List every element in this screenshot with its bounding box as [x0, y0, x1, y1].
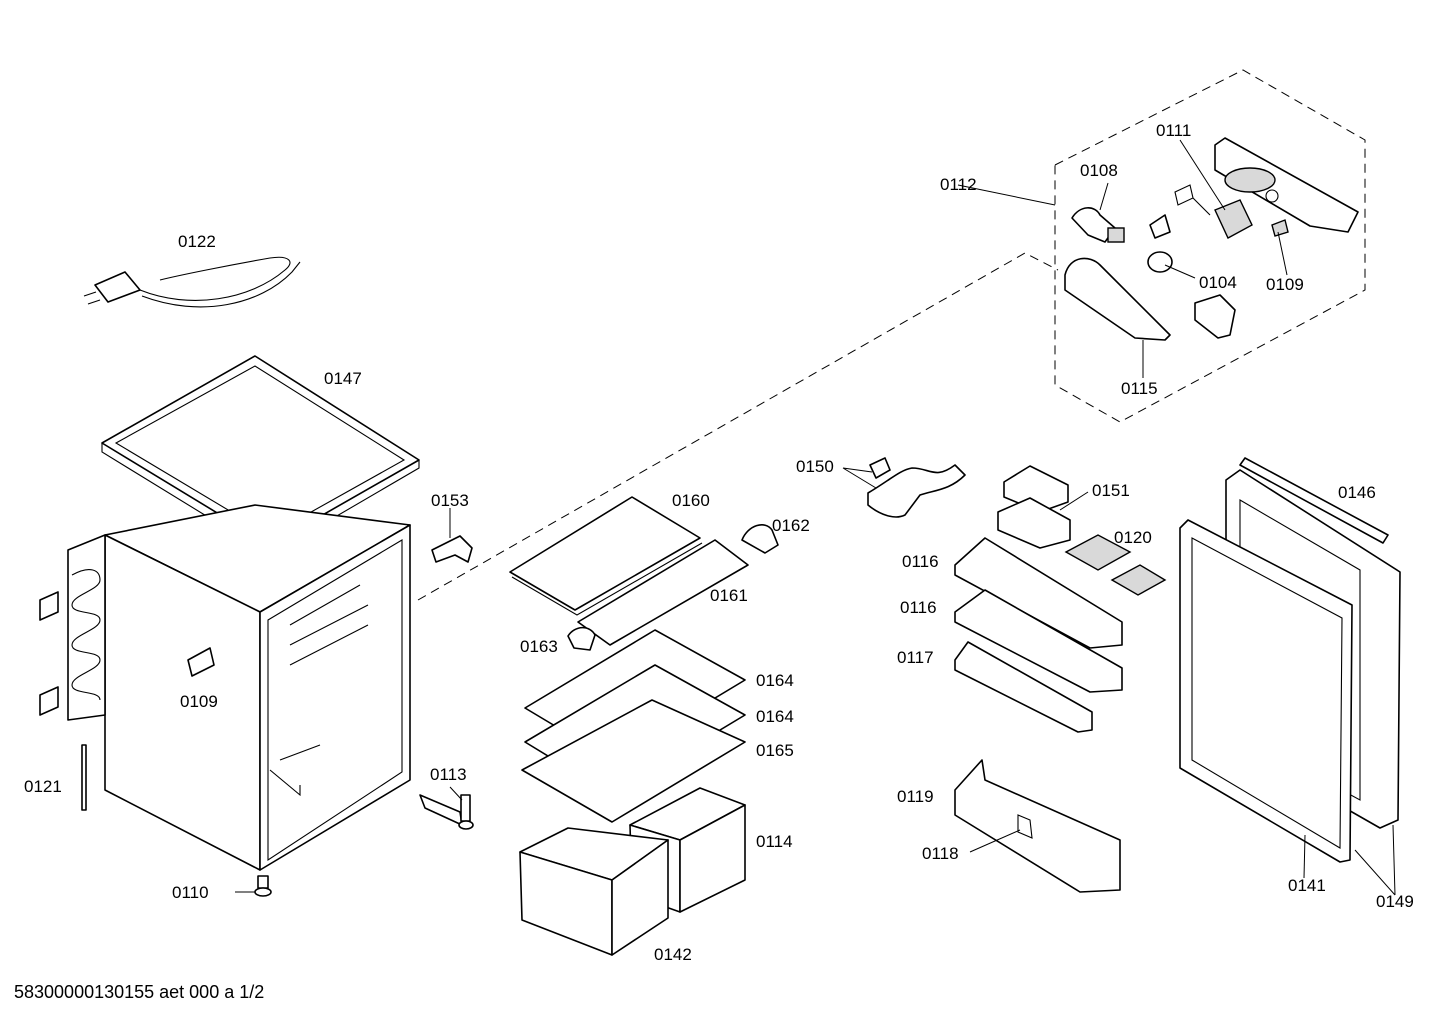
part-label-0160: 0160 — [672, 491, 710, 510]
part-label-0109-right: 0109 — [1266, 275, 1304, 294]
part-label-0118: 0118 — [922, 844, 959, 863]
part-label-0108: 0108 — [1080, 161, 1118, 180]
part-label-0164-upper: 0164 — [756, 671, 794, 690]
adjustable-foot-part — [254, 875, 272, 897]
part-label-0116-upper: 0116 — [902, 552, 939, 571]
glass-shelf-0161-part — [577, 539, 749, 646]
shelf-0165-part — [521, 699, 746, 823]
door-trim-0146-part — [1239, 457, 1389, 544]
bottom-hinge-part — [419, 794, 474, 830]
shelf-clip-0162-part — [741, 524, 779, 554]
hinge-bracket-part — [431, 535, 473, 563]
part-label-0116-lower: 0116 — [900, 598, 937, 617]
part-label-0149: 0149 — [1376, 892, 1414, 911]
part-label-0165: 0165 — [756, 741, 794, 760]
wire-connector-part — [1149, 214, 1171, 239]
power-cord-part — [83, 256, 301, 308]
shelf-support-0163-part — [567, 626, 596, 651]
egg-tray-a-part — [1064, 534, 1132, 571]
part-label-0120: 0120 — [1114, 528, 1152, 547]
door-gasket-part — [1179, 519, 1353, 863]
part-label-0161: 0161 — [710, 586, 748, 605]
door-shelf-0116a-part — [954, 537, 1123, 649]
part-label-0147: 0147 — [324, 369, 362, 388]
bottle-rack-0150-part — [867, 457, 966, 518]
part-label-0153: 0153 — [431, 491, 469, 510]
leader-lines — [235, 139, 1396, 896]
part-label-0109-left: 0109 — [180, 692, 218, 711]
part-label-0119: 0119 — [897, 787, 934, 806]
part-label-0113: 0113 — [430, 765, 467, 784]
lamp-housing-part — [1214, 137, 1359, 233]
part-label-0115: 0115 — [1121, 379, 1158, 398]
door-shelf-0117-part — [954, 641, 1093, 733]
part-label-0146: 0146 — [1338, 483, 1376, 502]
condenser-part — [39, 534, 106, 721]
lamp-bulb-0108-part — [1071, 207, 1125, 243]
part-label-0117: 0117 — [897, 648, 934, 667]
switch-0109-part — [1271, 219, 1289, 237]
part-label-0164-lower: 0164 — [756, 707, 794, 726]
part-label-0151: 0151 — [1092, 481, 1130, 500]
part-label-0112: 0112 — [940, 175, 977, 194]
part-label-0162: 0162 — [772, 516, 810, 535]
drawing-reference-number: 58300000130155 aet 000 a 1/2 — [14, 982, 265, 1002]
part-label-0114: 0114 — [756, 832, 793, 851]
part-label-0111: 0111 — [1156, 121, 1192, 140]
part-label-0141: 0141 — [1288, 876, 1326, 895]
assembly-group-outline — [1054, 69, 1366, 423]
part-label-0122: 0122 — [178, 232, 216, 251]
part-label-0121: 0121 — [24, 777, 62, 796]
crisper-drawer-large-part — [519, 827, 669, 956]
cabinet-body-part — [104, 504, 411, 871]
assembly-connector-dashed-line — [417, 252, 1059, 601]
door-shelf-0116b-part — [954, 589, 1123, 693]
part-label-0163: 0163 — [520, 637, 558, 656]
lamp-cover-0115-part — [1064, 257, 1171, 341]
butter-compartment-part — [997, 465, 1071, 549]
top-cover-part — [101, 355, 420, 556]
bottle-shelf-0119-part — [954, 759, 1121, 893]
switch-cover-part — [1194, 294, 1236, 339]
part-label-0142: 0142 — [654, 945, 692, 964]
part-label-0110: 0110 — [172, 883, 209, 902]
drain-tube-part — [81, 744, 87, 811]
thermostat-knob-0104-part — [1147, 251, 1173, 273]
part-label-0150: 0150 — [796, 457, 834, 476]
part-label-0104: 0104 — [1199, 273, 1237, 292]
egg-tray-b-part — [1110, 564, 1167, 596]
glass-shelf-0160-part — [509, 496, 703, 616]
